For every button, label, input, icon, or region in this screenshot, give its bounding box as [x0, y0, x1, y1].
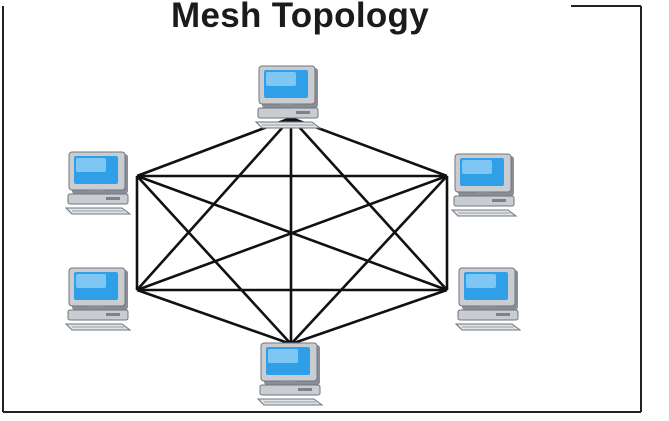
- computer-icon: [454, 267, 522, 331]
- link-lower-right-upper-left: [136, 174, 448, 292]
- link-bottom-lower-left: [136, 288, 292, 346]
- mesh-nodes: [64, 65, 522, 406]
- computer-icon: [450, 153, 518, 217]
- computer-icon: [64, 267, 132, 331]
- computer-icon: [254, 65, 322, 129]
- link-bottom-upper-left: [136, 175, 292, 345]
- mesh-links: [135, 116, 449, 346]
- diagram-title: Mesh Topology: [171, 0, 429, 35]
- computer-icon: [256, 342, 324, 406]
- link-lower-right-bottom: [290, 288, 448, 346]
- computer-icon: [64, 151, 132, 215]
